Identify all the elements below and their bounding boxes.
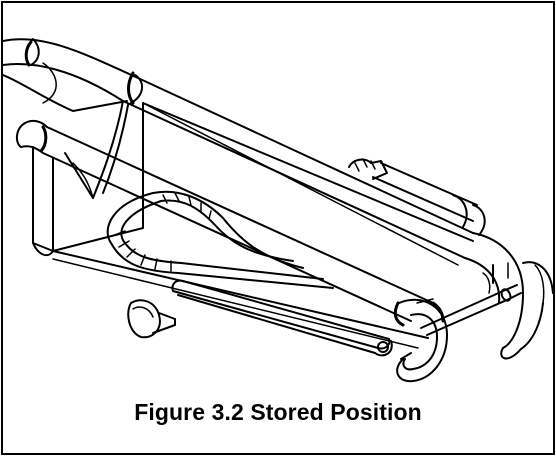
- frame-details: [416, 262, 509, 304]
- strut-assembly: [348, 158, 486, 236]
- front-hook-tube: [393, 298, 448, 383]
- back-panel: [52, 102, 459, 349]
- figure-caption: Figure 3.2 Stored Position: [134, 399, 422, 425]
- fabric-cone: [3, 62, 129, 199]
- right-end-frame: [464, 232, 553, 360]
- stored-position-illustration: [3, 38, 553, 383]
- coiled-strap: [106, 190, 334, 289]
- axle-rod: [420, 284, 522, 336]
- upper-rail-tube: [3, 38, 474, 259]
- crank-handle: [127, 279, 393, 357]
- left-end-plate: [32, 102, 474, 257]
